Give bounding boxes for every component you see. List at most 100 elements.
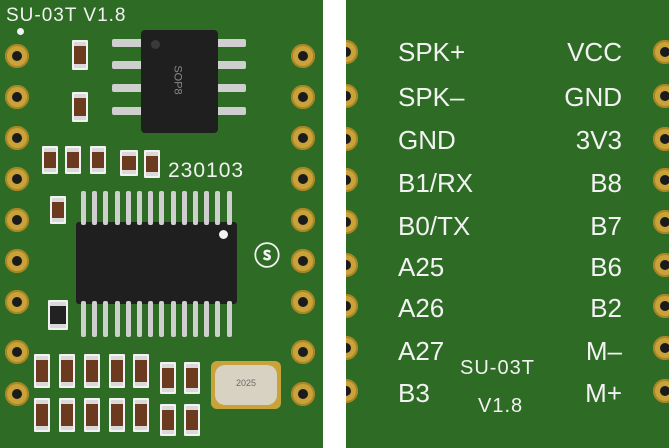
pcb-front-side: SU-03T V1.8 SOP8 230103 ⓢ xyxy=(0,0,323,448)
crystal-label: 2025 xyxy=(235,378,257,388)
main-ic-lead xyxy=(204,301,209,337)
back-right-pad-5 xyxy=(653,210,669,234)
main-ic-lead xyxy=(182,191,187,225)
smd-capacitor xyxy=(184,362,200,394)
main-ic-lead xyxy=(81,191,86,225)
crystal-body: 2025 xyxy=(215,365,277,405)
main-ic-lead xyxy=(182,301,187,337)
pin-label-a25: A25 xyxy=(398,252,445,282)
left-pad-8 xyxy=(5,340,29,364)
smd-resistor xyxy=(59,354,75,388)
main-ic-lead xyxy=(227,191,232,225)
pin-label-b3: B3 xyxy=(398,378,430,408)
sop8-lead xyxy=(112,61,146,69)
pin-label-gnd-left: GND xyxy=(398,125,456,155)
back-left-pad-3 xyxy=(346,127,358,151)
pin-label-3v3: 3V3 xyxy=(575,125,622,155)
back-left-pad-9 xyxy=(346,379,358,403)
smd-resistor xyxy=(84,398,100,432)
left-pad-2 xyxy=(5,85,29,109)
main-ic-lead xyxy=(159,301,164,337)
left-pad-7 xyxy=(5,290,29,314)
model-name-silk: SU-03T xyxy=(460,357,535,379)
back-left-pad-8 xyxy=(346,336,358,360)
version-silk: V1.8 xyxy=(478,395,524,417)
pin-label-b2: B2 xyxy=(590,293,622,323)
crystal-oscillator: 2025 xyxy=(211,361,281,409)
main-ic-lead xyxy=(204,191,209,225)
smd-resistor xyxy=(109,354,125,388)
back-right-pad-8 xyxy=(653,336,669,360)
main-ic-lead xyxy=(126,301,131,337)
right-pad-7 xyxy=(291,290,315,314)
smd-resistor xyxy=(42,146,58,174)
smd-resistor xyxy=(90,146,106,174)
pin-label-b7: B7 xyxy=(590,211,622,241)
back-left-pad-4 xyxy=(346,168,358,192)
main-ic-chip xyxy=(76,222,237,304)
main-ic-lead xyxy=(159,191,164,225)
main-ic-lead xyxy=(148,301,153,337)
back-left-pad-7 xyxy=(346,294,358,318)
pin-label-m-minus: M– xyxy=(585,336,622,366)
main-ic-lead xyxy=(103,191,108,225)
sop8-lead xyxy=(212,107,246,115)
main-ic-lead xyxy=(171,191,176,225)
right-pad-3 xyxy=(291,126,315,150)
smd-diode xyxy=(48,300,68,330)
smd-resistor xyxy=(109,398,125,432)
pin-label-b6: B6 xyxy=(590,252,622,282)
pin-label-a27: A27 xyxy=(398,336,445,366)
main-ic-lead xyxy=(227,301,232,337)
swirl-logo-icon: ⓢ xyxy=(254,241,281,271)
pin-label-b0-tx: B0/TX xyxy=(398,211,471,241)
main-ic-lead xyxy=(103,301,108,337)
right-pad-6 xyxy=(291,249,315,273)
back-right-pad-2 xyxy=(653,84,669,108)
main-ic-lead xyxy=(193,191,198,225)
main-ic-lead xyxy=(92,301,97,337)
smd-capacitor xyxy=(160,404,176,436)
back-left-pad-1 xyxy=(346,40,358,64)
date-code-silk: 230103 xyxy=(168,159,245,182)
back-right-pad-4 xyxy=(653,168,669,192)
sop8-chip-label: SOP8 xyxy=(171,65,184,95)
pin-label-gnd-right: GND xyxy=(564,82,622,112)
left-pad-9 xyxy=(5,382,29,406)
sop8-lead xyxy=(112,84,146,92)
smd-capacitor xyxy=(72,92,88,122)
chip-pin1-dot xyxy=(151,40,160,49)
back-left-pad-6 xyxy=(346,253,358,277)
smd-resistor xyxy=(34,398,50,432)
back-right-pad-6 xyxy=(653,253,669,277)
main-ic-lead xyxy=(92,191,97,225)
pin-label-spk-minus: SPK– xyxy=(398,82,465,112)
left-pad-5 xyxy=(5,208,29,232)
main-ic-lead xyxy=(115,301,120,337)
pin-label-a26: A26 xyxy=(398,293,445,323)
main-ic-lead xyxy=(171,301,176,337)
main-ic-pin1-dot xyxy=(219,230,228,239)
main-ic-lead xyxy=(137,301,142,337)
sop8-lead xyxy=(112,39,146,47)
right-pad-4 xyxy=(291,167,315,191)
right-pad-2 xyxy=(291,85,315,109)
smd-resistor xyxy=(133,398,149,432)
right-pad-1 xyxy=(291,44,315,68)
pin-label-spk-plus: SPK+ xyxy=(398,37,466,67)
smd-capacitor xyxy=(144,150,160,178)
pin-label-b8: B8 xyxy=(590,168,622,198)
back-left-pad-2 xyxy=(346,84,358,108)
main-ic-lead xyxy=(137,191,142,225)
back-right-pad-9 xyxy=(653,379,669,403)
smd-capacitor xyxy=(184,404,200,436)
right-pad-5 xyxy=(291,208,315,232)
back-left-pad-5 xyxy=(346,210,358,234)
main-ic-lead xyxy=(215,191,220,225)
back-right-pad-1 xyxy=(653,40,669,64)
pin-label-m-plus: M+ xyxy=(585,378,622,408)
left-pad-3 xyxy=(5,126,29,150)
smd-capacitor xyxy=(50,196,66,224)
main-ic-lead xyxy=(126,191,131,225)
right-pad-9 xyxy=(291,382,315,406)
